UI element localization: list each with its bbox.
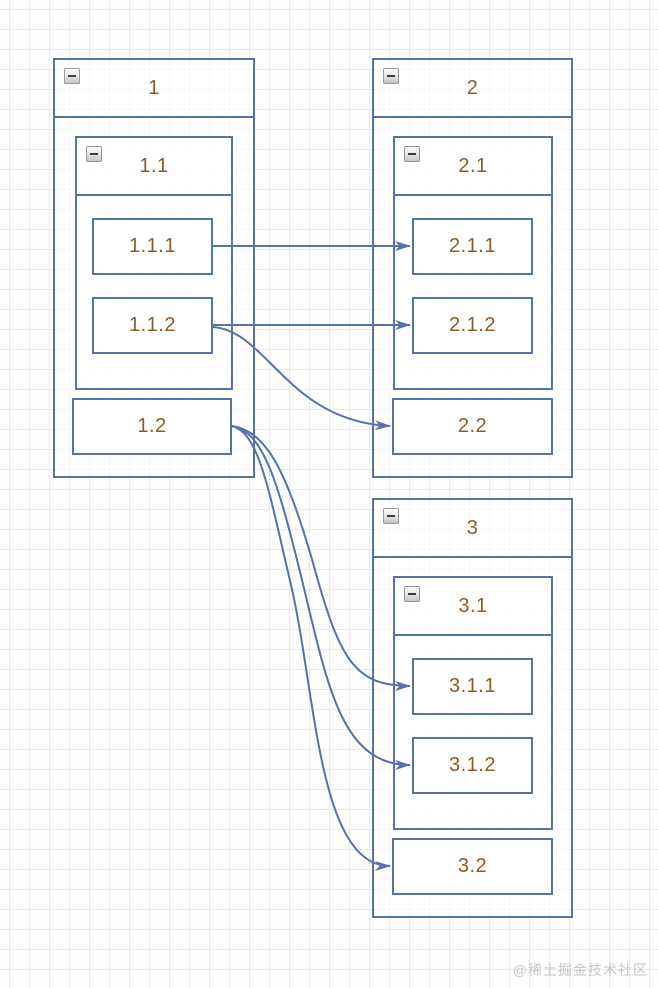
node-label-1-2: 1.2 (137, 415, 167, 437)
node-2-1-2[interactable]: 2.1.2 (412, 297, 533, 354)
group-label-1-1: 1.1 (139, 154, 169, 177)
group-label-1: 1 (148, 76, 160, 99)
node-label-3-2: 3.2 (457, 855, 488, 877)
node-label-2-2: 2.2 (457, 415, 488, 437)
group-label-2-1: 2.1 (458, 154, 488, 177)
node-label-1-1-2: 1.1.2 (129, 314, 176, 336)
node-label-1-1-1: 1.1.1 (129, 235, 176, 257)
edge-1-1-2-to-2-2[interactable] (212, 326, 391, 431)
group-header-3-1: 3.1 (395, 578, 551, 636)
node-1-1-1[interactable]: 1.1.1 (92, 218, 213, 275)
node-1-1-2[interactable]: 1.1.2 (92, 297, 213, 354)
group-header-1-1: 1.1 (77, 138, 231, 196)
group-label-2: 2 (466, 76, 479, 99)
edge-1-2-to-3-1-1[interactable] (231, 425, 411, 691)
node-3-2[interactable]: 3.2 (392, 838, 553, 895)
node-2-2[interactable]: 2.2 (392, 398, 553, 455)
edge-1-2-to-3-2[interactable] (231, 425, 391, 871)
node-1-2[interactable]: 1.2 (72, 398, 232, 455)
node-label-3-1-1: 3.1.1 (449, 675, 496, 697)
node-label-2-1-2: 2.1.2 (449, 314, 496, 336)
collapse-minus-icon[interactable] (404, 146, 420, 162)
edge-1-2-to-3-1-2[interactable] (231, 425, 411, 770)
group-header-3: 3 (374, 500, 571, 558)
collapse-minus-icon[interactable] (404, 586, 420, 602)
watermark-text: @稀土掘金技术社区 (512, 962, 648, 978)
collapse-minus-icon[interactable] (383, 508, 399, 524)
collapse-minus-icon[interactable] (86, 146, 102, 162)
node-label-3-1-2: 3.1.2 (449, 754, 496, 776)
node-3-1-1[interactable]: 3.1.1 (412, 658, 533, 715)
group-label-3: 3 (466, 516, 479, 539)
node-3-1-2[interactable]: 3.1.2 (412, 737, 533, 794)
node-2-1-1[interactable]: 2.1.1 (412, 218, 533, 275)
group-header-2-1: 2.1 (395, 138, 551, 196)
node-label-2-1-1: 2.1.1 (449, 235, 496, 257)
collapse-minus-icon[interactable] (64, 68, 80, 84)
group-header-1: 1 (55, 60, 253, 118)
collapse-minus-icon[interactable] (383, 68, 399, 84)
group-header-2: 2 (374, 60, 571, 118)
group-label-3-1: 3.1 (458, 594, 488, 617)
